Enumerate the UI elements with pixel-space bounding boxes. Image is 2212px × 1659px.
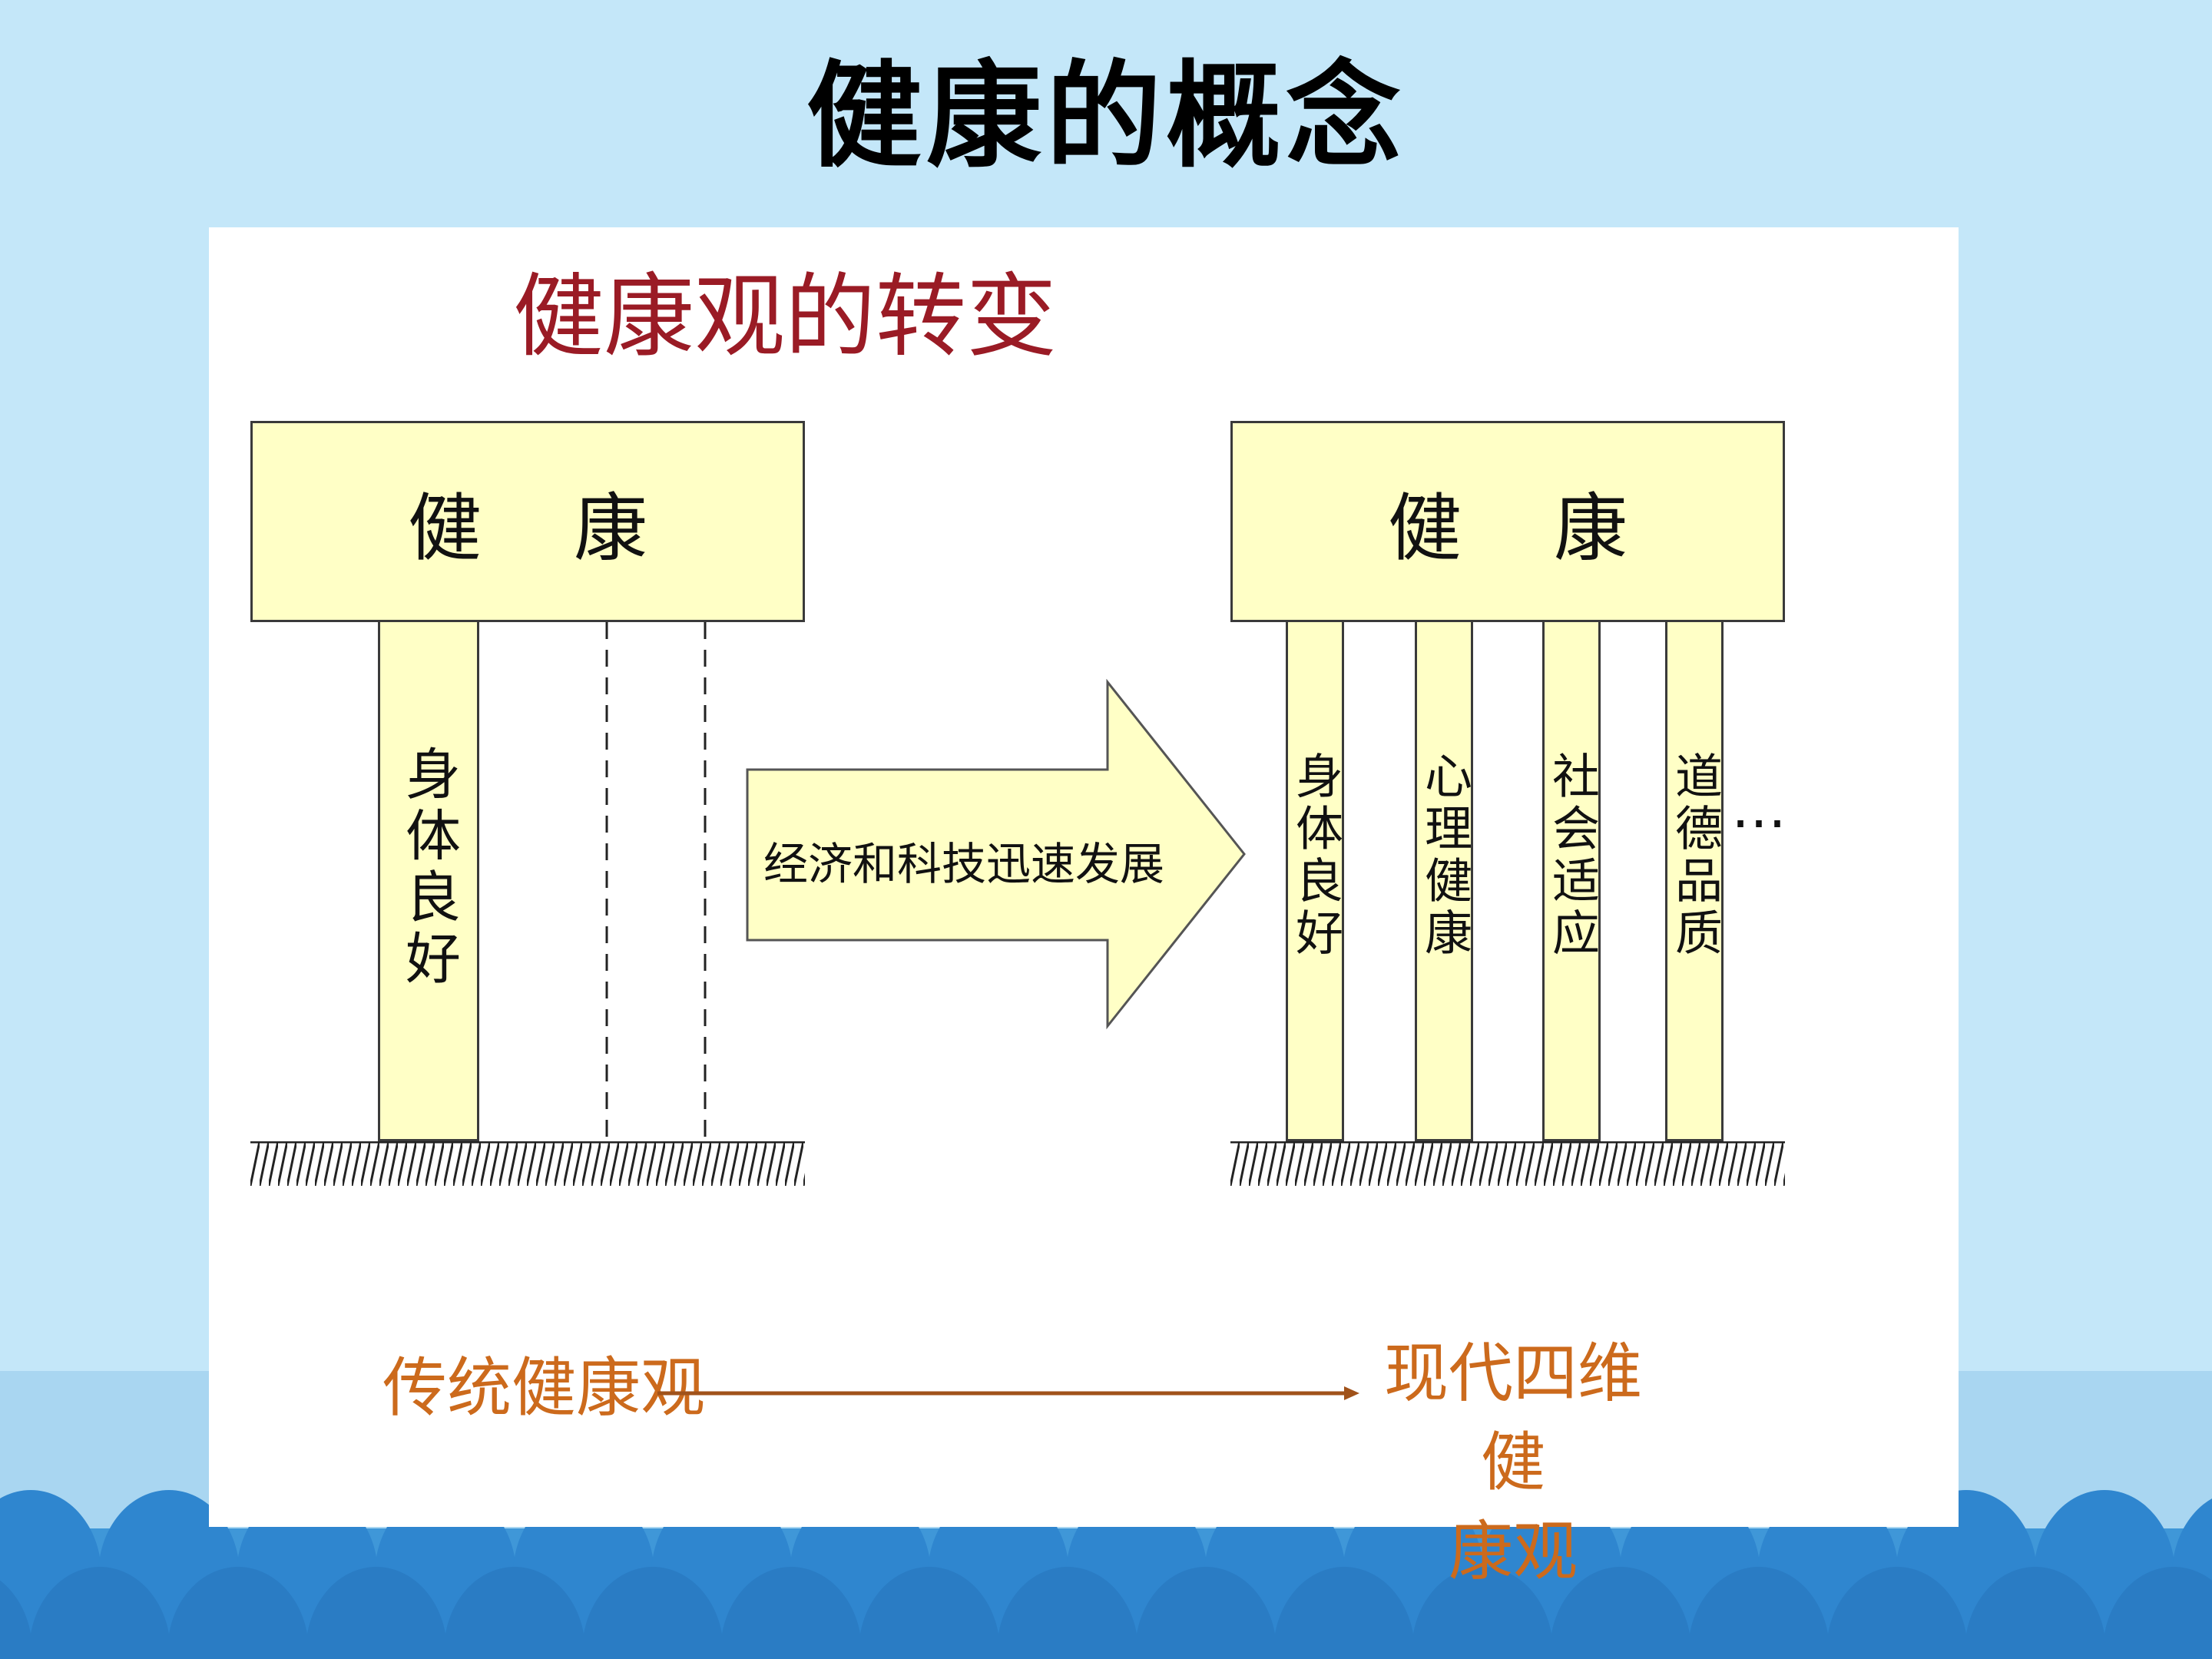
arrow-label: 经济和科技迅速发展 — [763, 838, 1165, 890]
label-traditional-view: 传统健康观 — [382, 1350, 706, 1426]
roof-char-1: 健 — [1388, 485, 1462, 571]
transition-arrow — [746, 679, 1246, 1030]
pillar-physical-traditional: 身体良好 — [378, 622, 479, 1141]
diagram-title: 健康观的转变 — [513, 263, 1058, 369]
wave-arc — [1135, 1567, 1277, 1659]
roof-char-1: 健 — [408, 485, 482, 571]
wave-decoration — [0, 1490, 2212, 1659]
roof-traditional: 健 康 — [250, 421, 805, 622]
roof-char-2: 康 — [574, 485, 647, 571]
wave-arc — [29, 1567, 171, 1659]
pillar-label: 心理健康 — [1416, 751, 1472, 960]
wave-arc — [444, 1567, 585, 1659]
wave-arc — [2103, 1567, 2212, 1659]
wave-arc — [1273, 1567, 1415, 1659]
wave-arc — [582, 1567, 724, 1659]
roof-modern: 健 康 — [1230, 421, 1785, 622]
wave-arc — [306, 1567, 447, 1659]
wave-arc — [997, 1567, 1138, 1659]
wave-arc — [1550, 1567, 1691, 1659]
label-modern-line-2: 康观 — [1448, 1514, 1578, 1589]
wave-arc — [167, 1567, 309, 1659]
pillar-social: 社会适应 — [1542, 622, 1601, 1141]
ground-hatch-left — [250, 1141, 805, 1186]
pillar-label: 道德品质 — [1667, 751, 1723, 960]
ellipsis: … — [1731, 776, 1786, 840]
label-modern-line-1: 现代四维健 — [1383, 1336, 1642, 1500]
dashed-placeholder-pillars — [605, 622, 707, 1144]
roof-char-2: 康 — [1554, 485, 1628, 571]
pillar-label: 社会适应 — [1544, 751, 1600, 960]
wave-arc — [720, 1567, 862, 1659]
wave-arc — [1826, 1567, 1968, 1659]
flow-arrow — [657, 1386, 1359, 1400]
wave-arc — [1965, 1567, 2106, 1659]
wave-arc — [0, 1580, 32, 1659]
label-modern-view: 现代四维健 康观 — [1367, 1329, 1659, 1596]
pillar-mental: 心理健康 — [1415, 622, 1473, 1141]
pillar-moral: 道德品质 — [1665, 622, 1724, 1141]
pillar-label: 身体良好 — [1287, 751, 1343, 960]
wave-arc — [1412, 1567, 1553, 1659]
slide-title: 健康的概念 — [806, 48, 1406, 184]
wave-arc — [859, 1567, 1000, 1659]
ground-hatch-right — [1230, 1141, 1785, 1186]
pillar-label: 身体良好 — [396, 745, 461, 991]
wave-arc — [1688, 1567, 1830, 1659]
pillar-physical: 身体良好 — [1286, 622, 1344, 1141]
